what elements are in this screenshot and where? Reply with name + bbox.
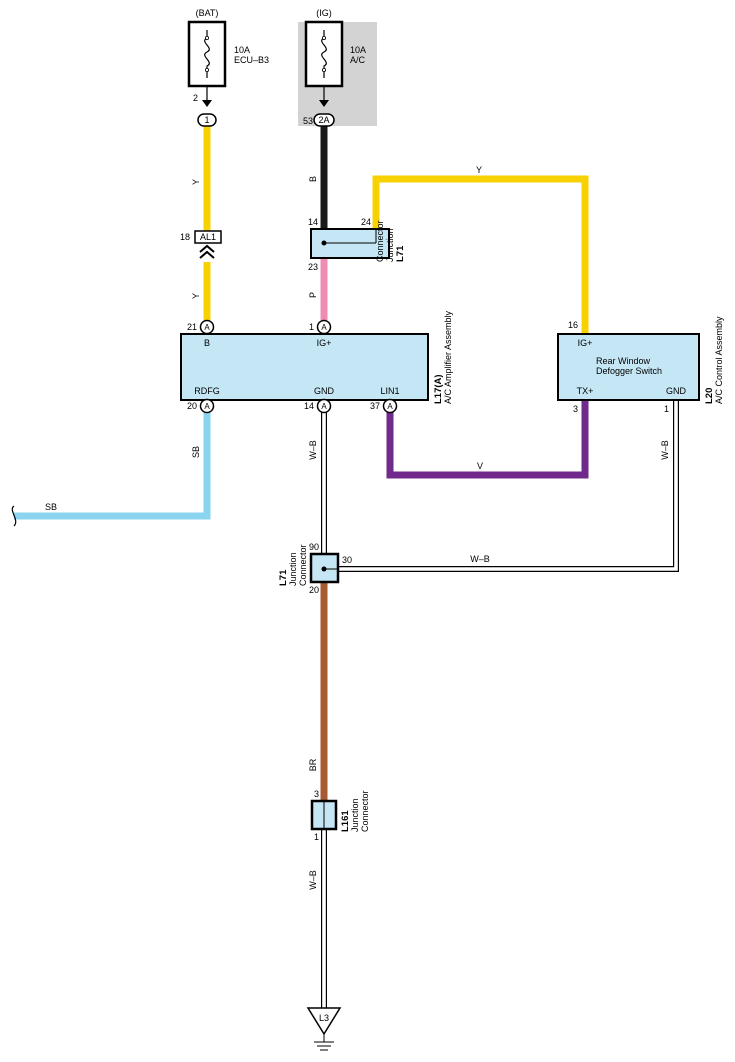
al1-pin: 18 — [180, 232, 190, 242]
amp-pin-lin1: 37 — [370, 401, 380, 411]
ground-icon — [314, 1041, 334, 1051]
control-id: L20 — [704, 388, 715, 404]
junction-mid-id: L71 — [278, 569, 289, 586]
ctrl-label-ig: IG+ — [578, 338, 593, 348]
junction-mid-desc-2: Connector — [298, 544, 308, 586]
al1-connector — [194, 230, 222, 244]
amplifier-desc: A/C Amplifier Assembly — [443, 310, 453, 404]
junction-top-pin-24: 24 — [361, 217, 371, 227]
svg-text:A: A — [204, 402, 210, 411]
junction-mid-desc-1: Junction — [288, 552, 298, 586]
fuse-bat-rating: 10A — [234, 45, 250, 55]
junction-low-id: L161 — [340, 810, 351, 832]
junction-mid-pin-20: 20 — [309, 585, 319, 595]
fuse-bat-connector-label: 1 — [204, 115, 209, 125]
fuse-ig-connector — [313, 113, 335, 127]
ctrl-pin-tx: 3 — [573, 404, 578, 414]
junction-low-desc-2: Connector — [360, 790, 370, 832]
wire-label-b: B — [308, 176, 318, 182]
fuse-ig-connector-label: 2A — [318, 115, 329, 125]
amp-label-ig: IG+ — [317, 338, 332, 348]
fuse-ig-pin: 53 — [303, 116, 313, 126]
fuse-bat-icon — [204, 30, 210, 78]
wire-label-br: BR — [308, 758, 318, 771]
junction-low-desc-1: Junction — [350, 798, 360, 832]
amp-terminal-lin1: A — [382, 398, 398, 414]
wire-wb-right — [338, 400, 679, 572]
amp-terminal-ig: A — [316, 319, 332, 335]
svg-text:A: A — [321, 402, 327, 411]
fuse-ig-rating: 10A — [350, 45, 366, 55]
amp-label-lin1: LIN1 — [380, 386, 399, 396]
wire-label-y-left-lower: Y — [191, 293, 201, 299]
junction-mid-pin-90: 90 — [309, 542, 319, 552]
amp-terminal-gnd: A — [316, 398, 332, 414]
ctrl-pin-ig: 16 — [568, 320, 578, 330]
ground-triangle — [306, 1007, 342, 1036]
wire-label-wb-bottom: W–B — [308, 870, 318, 890]
control-desc: A/C Control Assembly — [714, 316, 724, 404]
ctrl-label-tx: TX+ — [577, 386, 594, 396]
svg-text:A: A — [387, 402, 393, 411]
fuse-ig-arrow-icon — [319, 100, 329, 107]
ground-label: L3 — [319, 1013, 329, 1023]
junction-low-pin-1: 1 — [314, 832, 319, 842]
ctrl-name-1: Rear Window — [596, 356, 651, 366]
wire-sb — [14, 412, 211, 520]
wire-label-p: P — [308, 292, 318, 298]
wire-label-y-left-upper: Y — [191, 179, 201, 185]
junction-top-dot — [321, 240, 327, 246]
amp-terminal-b: A — [199, 319, 215, 335]
amp-label-gnd: GND — [314, 386, 335, 396]
amplifier-id: L17(A) — [433, 374, 444, 404]
wire-label-y-top: Y — [476, 165, 482, 175]
junction-top-pin-23: 23 — [308, 262, 318, 272]
amp-pin-b: 21 — [187, 322, 197, 332]
svg-text:A: A — [204, 323, 210, 332]
control-box — [557, 333, 700, 401]
svg-text:A: A — [321, 323, 327, 332]
amp-pin-rdfg: 20 — [187, 401, 197, 411]
wire-v — [386, 400, 589, 479]
fuse-bat-arrow-icon — [202, 100, 212, 107]
ctrl-pin-gnd: 1 — [664, 404, 669, 414]
junction-top-desc-1: Junction — [385, 228, 395, 262]
wire-label-wb-center: W–B — [308, 440, 318, 460]
junction-top-pin-14: 14 — [308, 217, 318, 227]
amp-pin-ig: 1 — [309, 322, 314, 332]
fuse-bat-source: (BAT) — [196, 8, 219, 18]
wire-label-wb-right: W–B — [660, 440, 670, 460]
wire-break-mark — [11, 505, 17, 527]
junction-top-desc-2: Connector — [375, 220, 385, 262]
fuse-bat-name: ECU–B3 — [234, 55, 269, 65]
amp-label-b: B — [204, 338, 210, 348]
wire-label-sb-vertical: SB — [191, 446, 201, 458]
wire-label-v: V — [477, 461, 483, 471]
junction-mid-dot — [321, 566, 327, 572]
fuse-ig-source: (IG) — [316, 8, 332, 18]
fuse-bat-pin: 2 — [193, 93, 198, 103]
wire-y-top — [372, 175, 589, 334]
ctrl-label-gnd: GND — [666, 386, 687, 396]
amp-terminal-rdfg: A — [199, 398, 215, 414]
al1-label: AL1 — [200, 232, 216, 242]
ctrl-name-2: Defogger Switch — [596, 366, 662, 376]
fuse-ig-icon — [321, 30, 327, 78]
fuse-ig-name: A/C — [350, 55, 366, 65]
fuse-bat-connector — [197, 113, 217, 127]
junction-mid-pin-30: 30 — [342, 555, 352, 565]
junction-top-id: L71 — [395, 245, 406, 262]
wire-label-wb-horizontal: W–B — [470, 554, 490, 564]
amp-pin-gnd: 14 — [304, 401, 314, 411]
al1-chevron-icon — [199, 244, 215, 259]
amplifier-box — [180, 333, 429, 401]
amp-label-rdfg: RDFG — [194, 386, 220, 396]
junction-low-pin-3: 3 — [314, 789, 319, 799]
wire-label-sb-horizontal: SB — [45, 502, 57, 512]
